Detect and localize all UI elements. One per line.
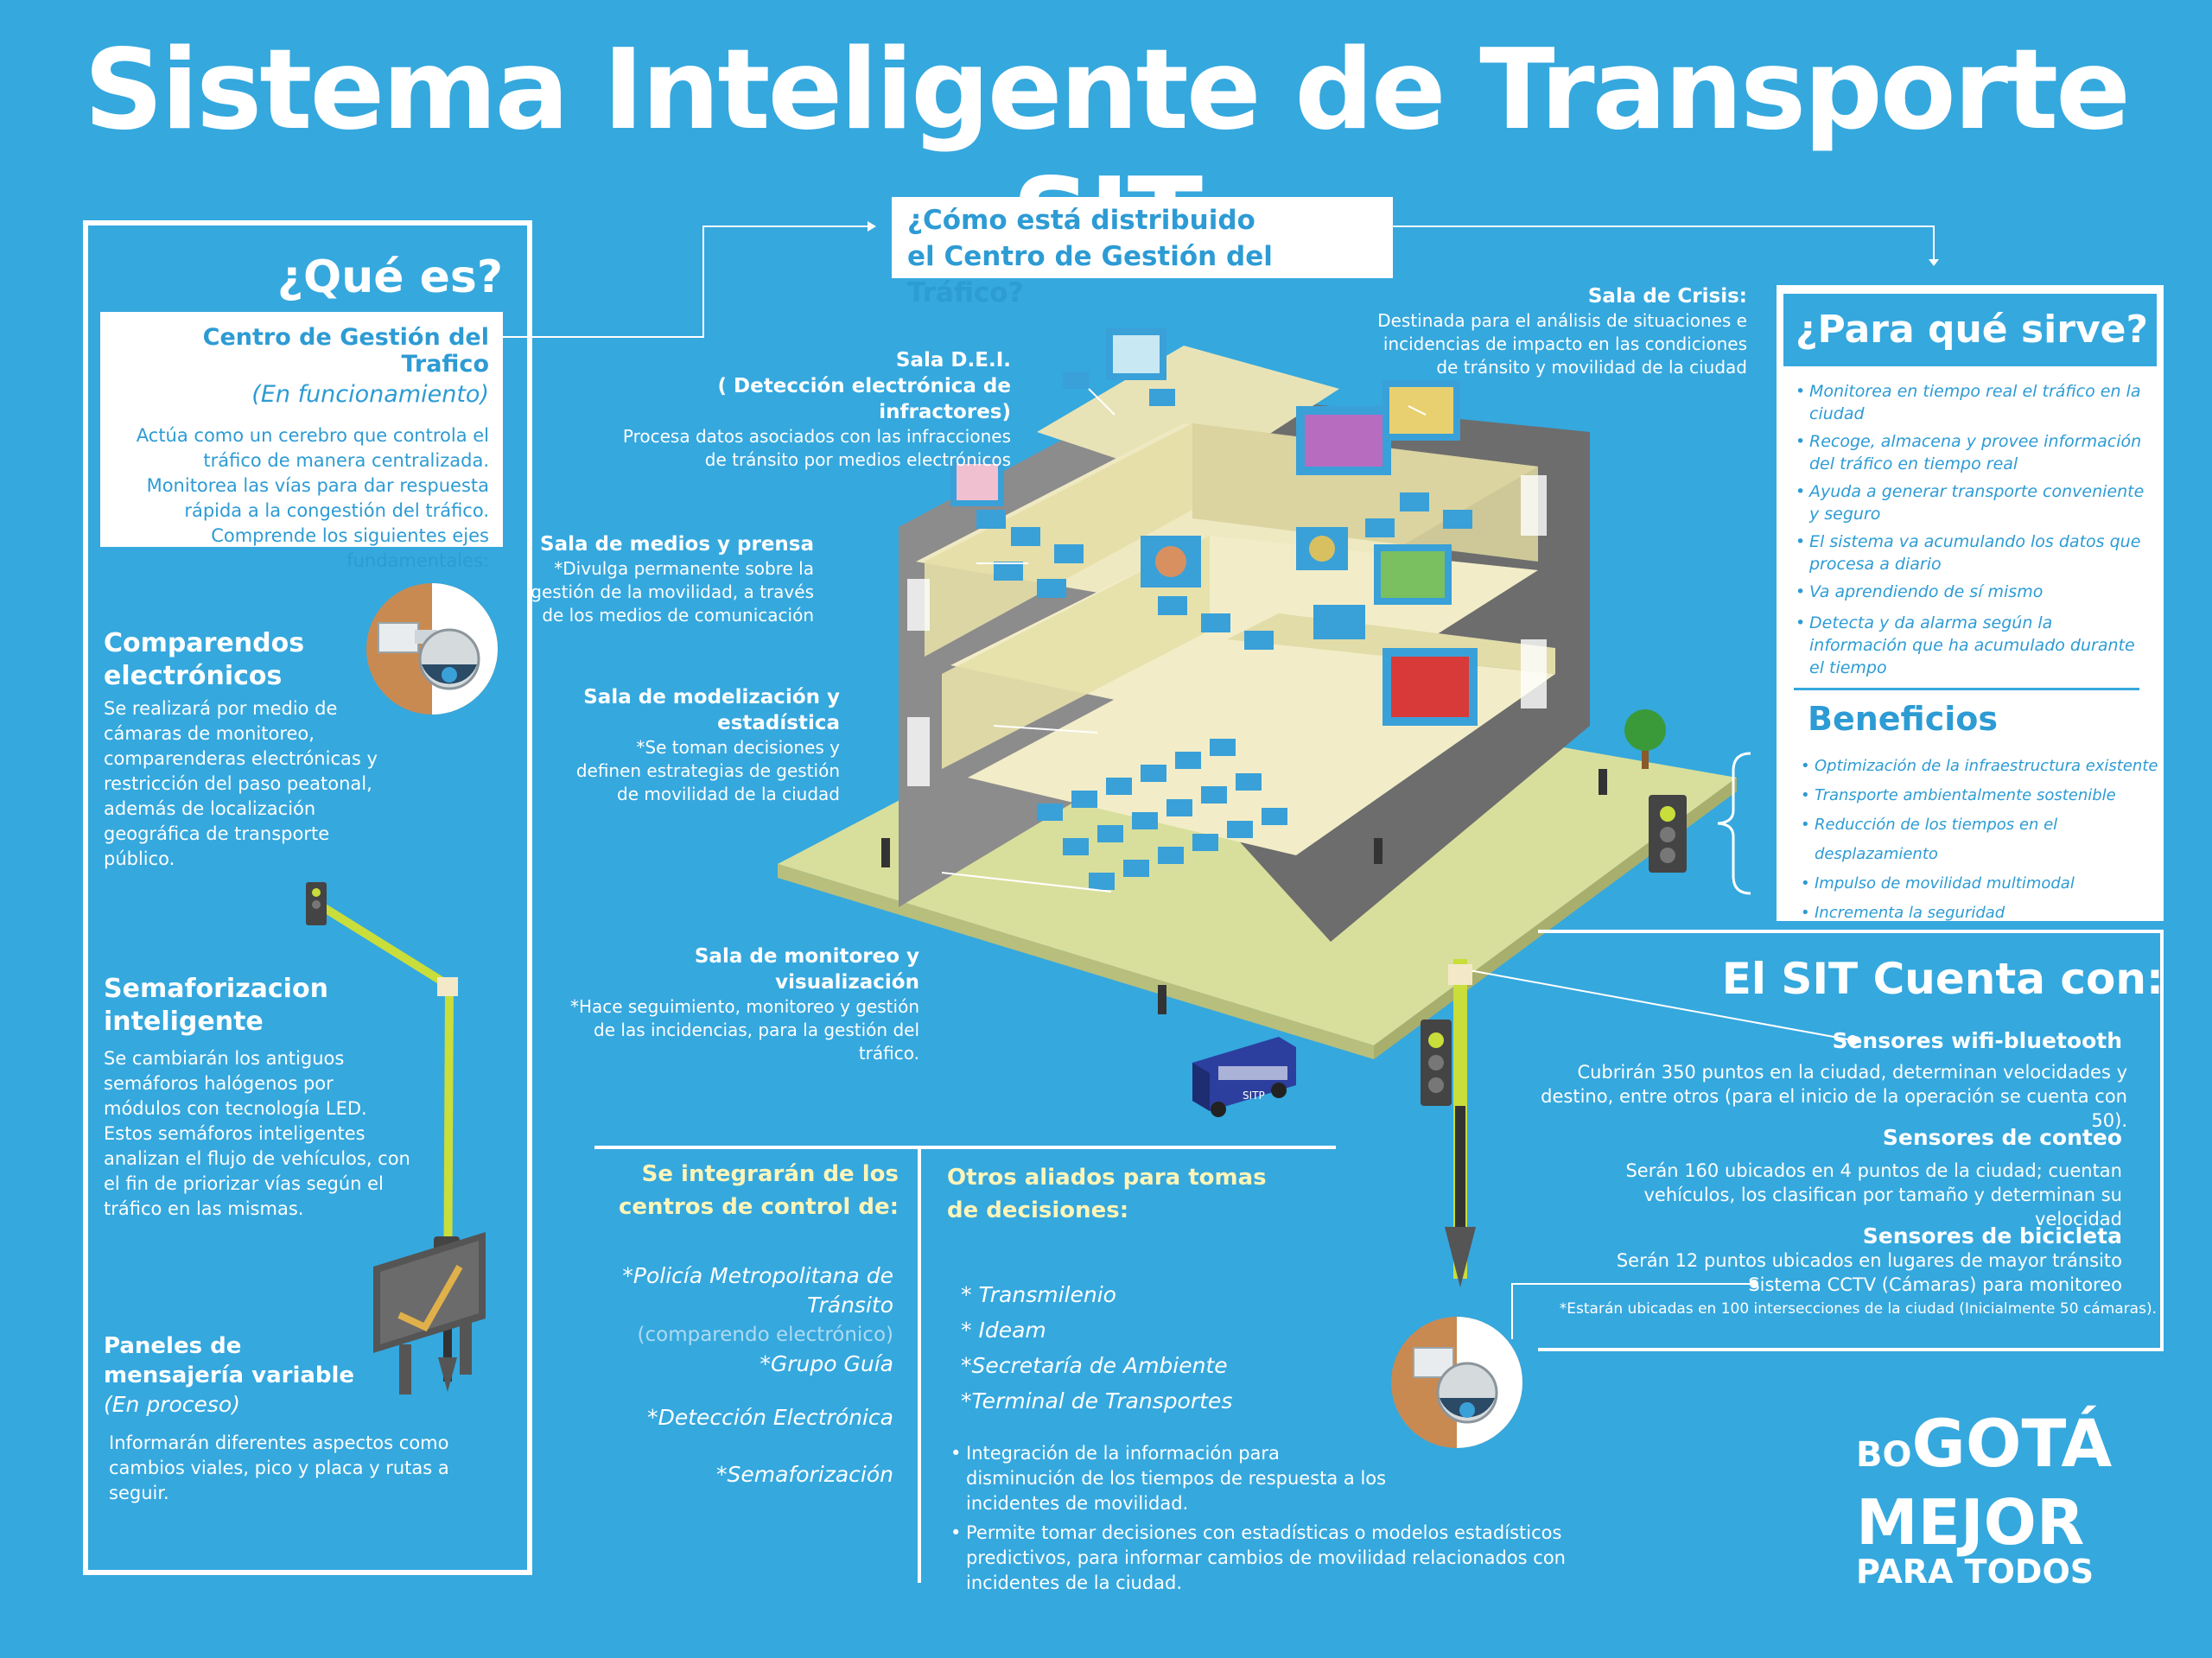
sala-crisis-title: Sala de Crisis: (1587, 285, 1747, 308)
uses-list: Monitorea en tiempo real el tráfico en l… (1794, 380, 2148, 679)
list-item: *Semaforización (715, 1462, 893, 1487)
para-que-sirve-panel: ¿Para qué sirve? Monitorea en tiempo rea… (1777, 285, 2164, 928)
comparendos-description: Se realizará por medio de cámaras de mon… (104, 698, 378, 869)
logo-line-3: PARA TODOS (1856, 1553, 2094, 1591)
list-item: * Transmilenio (961, 1282, 1116, 1307)
sala-dei-title: Sala D.E.I. (895, 349, 1011, 372)
wifi-sensors-description: Cubrirán 350 puntos en la ciudad, determ… (1541, 1062, 2127, 1131)
sit-heading: El SIT Cuenta con: (1721, 954, 2164, 1004)
divider (1794, 688, 2139, 690)
sala-crisis-label: Sala de Crisis: Destinada para el anális… (1374, 283, 1747, 379)
para-que-sirve-heading: ¿Para qué sirve? (1783, 294, 2157, 366)
cctv-title: Sistema CCTV (Cámaras) para monitoreo (1748, 1274, 2122, 1295)
list-item: Recoge, almacena y provee información de… (1794, 430, 2148, 475)
bicycle-sensors-title: Sensores de bicicleta (1862, 1223, 2122, 1248)
que-es-panel: ¿Qué es? Centro de Gestión del Trafico (… (83, 220, 532, 1575)
bicycle-sensors-block: Sensores de bicicleta Serán 12 puntos ub… (1555, 1223, 2157, 1321)
list-item: *Policía Metropolitana de Tránsito (622, 1263, 893, 1318)
wifi-sensors-block: Sensores wifi-bluetooth Cubrirán 350 pun… (1521, 1028, 2127, 1133)
paneles-status: (En proceso) (104, 1392, 240, 1417)
cctv-note: *Estarán ubicadas en 100 intersecciones … (1559, 1300, 2157, 1318)
sala-medios-description: *Divulga permanente sobre la gestión de … (531, 558, 814, 626)
question-line-2: el Centro de Gestión del Tráfico? (907, 241, 1273, 308)
sala-monitoreo-description: *Hace seguimiento, monitoreo y gestión d… (569, 996, 919, 1064)
list-item: *Grupo Guía (760, 1351, 893, 1376)
bogota-logo: BOGOTÁ MEJOR PARA TODOS (1856, 1411, 2112, 1591)
list-item: Reducción de los tiempos en el desplazam… (1799, 810, 2162, 869)
sit-frame (1538, 930, 2164, 1351)
cctv-pointer-line (1511, 1280, 1758, 1339)
center-title: Centro de Gestión del Trafico (202, 324, 489, 378)
sala-monitoreo-title: Sala de monitoreo y visualización (694, 945, 919, 994)
bullet-dot: • (950, 1443, 962, 1464)
bottom-bullet-1: • Integración de la información para dis… (950, 1441, 1389, 1516)
center-definition-box: Centro de Gestión del Trafico (En funcio… (100, 312, 503, 571)
sala-medios-title: Sala de medios y prensa (540, 533, 814, 556)
sala-dei-description: Procesa datos asociados con las infracci… (622, 426, 1011, 470)
logo-small-text: BO (1856, 1435, 1912, 1475)
sensor-traffic-light-icon (1421, 959, 1858, 1287)
conteo-sensors-block: Sensores de conteo Serán 160 ubicados en… (1555, 1125, 2122, 1231)
sala-medios-label: Sala de medios y prensa *Divulga permane… (527, 531, 814, 627)
sala-monitoreo-label: Sala de monitoreo y visualización *Hace … (553, 943, 919, 1065)
list-item: Incrementa la seguridad (1799, 899, 2162, 928)
list-item: *Secretaría de Ambiente (961, 1353, 1228, 1378)
logo-big-text: GOTÁ (1911, 1405, 2113, 1482)
comparendos-title: Comparendos electrónicos (104, 628, 305, 691)
integrate-list: *Policía Metropolitana de Tránsito (comp… (562, 1261, 893, 1490)
allies-heading: Otros aliados para tomas de decisiones: (947, 1165, 1267, 1223)
beneficios-heading: Beneficios (1808, 700, 1999, 738)
benefits-list: Optimización de la infraestructura exist… (1799, 752, 2162, 928)
list-item: Ayuda a generar transporte conveniente y… (1794, 480, 2148, 525)
list-item: * Ideam (961, 1318, 1046, 1343)
list-item: Transporte ambientalmente sostenible (1799, 781, 2162, 810)
wifi-sensors-title: Sensores wifi-bluetooth (1832, 1028, 2122, 1053)
question-line-1: ¿Cómo está distribuido (907, 205, 1255, 236)
list-item: Impulso de movilidad multimodal (1799, 869, 2162, 899)
semaforizacion-title: Semaforizacion inteligente (104, 974, 328, 1037)
list-item: *Detección Electrónica (647, 1405, 893, 1430)
cctv-camera-icon (1391, 1317, 1522, 1448)
paneles-title: Paneles de mensajería variable (104, 1333, 355, 1388)
list-item: Optimización de la infraestructura exist… (1799, 752, 2162, 781)
camera-icon (366, 583, 498, 715)
conteo-sensors-title: Sensores de conteo (1882, 1125, 2122, 1150)
bullet-dot: • (950, 1522, 962, 1543)
bottom-divider (594, 1146, 1336, 1149)
semaforizacion-description: Se cambiarán los antiguos semáforos haló… (104, 1048, 410, 1219)
brace-icon (1717, 752, 1751, 895)
logo-line-2: MEJOR (1856, 1486, 2085, 1559)
center-description: Actúa como un cerebro que controla el tr… (136, 425, 489, 571)
room-label-connectors (941, 388, 1427, 893)
sala-modelizacion-label: Sala de modelización y estadística *Se t… (570, 684, 840, 806)
list-item: Monitorea en tiempo real el tráfico en l… (1794, 380, 2148, 425)
que-es-heading: ¿Qué es? (276, 251, 503, 303)
bullet-text: Integración de la información para dismi… (966, 1443, 1387, 1514)
bottom-vertical-divider (918, 1146, 921, 1583)
sala-dei-subtitle: ( Detección electrónica de infractores) (717, 375, 1011, 423)
list-item: Va aprendiendo de sí mismo (1794, 581, 2148, 603)
bottom-bullet-2: • Permite tomar decisiones con estadísti… (950, 1521, 1588, 1596)
allies-list: * Transmilenio * Ideam *Secretaría de Am… (961, 1277, 1306, 1419)
integrate-note: (comparendo electrónico) (637, 1324, 893, 1346)
bicycle-sensors-description: Serán 12 puntos ubicados en lugares de m… (1616, 1250, 2122, 1271)
sala-modelizacion-title: Sala de modelización y estadística (583, 686, 840, 734)
distribution-question: ¿Cómo está distribuido el Centro de Gest… (892, 197, 1393, 308)
connector-lines (493, 221, 1939, 338)
bullet-text: Permite tomar decisiones con estadística… (966, 1522, 1566, 1593)
sala-crisis-description: Destinada para el análisis de situacione… (1377, 310, 1747, 378)
list-item: El sistema va acumulando los datos que p… (1794, 530, 2148, 575)
sala-dei-label: Sala D.E.I. ( Detección electrónica de i… (605, 347, 1011, 472)
list-item: *Terminal de Transportes (961, 1388, 1233, 1413)
bus-label: SITP (1243, 1089, 1265, 1102)
sala-modelizacion-description: *Se toman decisiones y definen estrategi… (575, 737, 840, 804)
list-item: Detecta y da alarma según la información… (1794, 612, 2148, 679)
message-panel-icon (373, 1232, 486, 1394)
integrate-heading: Se integrarán de los centros de control … (619, 1161, 899, 1220)
conteo-sensors-description: Serán 160 ubicados en 4 puntos de la ciu… (1625, 1160, 2122, 1229)
building-illustration: SITP (778, 328, 1737, 1117)
center-status: (En funcionamiento) (251, 381, 489, 408)
paneles-description: Informarán diferentes aspectos como camb… (109, 1432, 449, 1503)
